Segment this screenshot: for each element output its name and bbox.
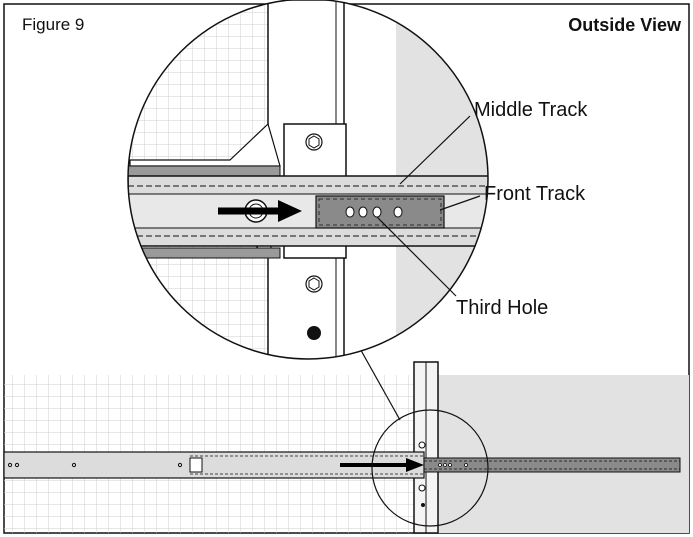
screw-icon [418,441,426,449]
third-hole-leader [376,216,457,297]
rail-hole [14,462,20,468]
front-track-full [423,457,681,473]
middle-track-label: Middle Track [474,99,588,121]
front-track-dash [318,198,442,226]
track-hole [345,206,355,218]
full-view [3,361,689,534]
front-track-leader [439,195,481,211]
screw-head [308,277,320,291]
front-track-label: Front Track [484,183,586,205]
detail-callout-circle [371,409,489,527]
track-hole [358,206,368,218]
rail-hole [438,463,442,467]
rail-hole [443,463,447,467]
magnified-circle-outline [127,0,489,360]
rail-hole [71,462,77,468]
figure-number: Figure 9 [22,15,85,34]
rail-hole [464,463,468,467]
view-title: Outside View [568,15,681,35]
third-hole [372,206,382,218]
middle-track-leader [399,115,471,185]
bracket-wing-top [129,122,281,167]
screw-head [308,135,320,149]
rail-edge-top [128,165,281,177]
post-hole [421,503,425,507]
screw-icon [418,484,426,492]
direction-arrow-head [278,200,302,222]
rail-hole [7,462,13,468]
track-end-tab [189,457,203,473]
rail-hole [448,463,452,467]
direction-arrow-head [406,458,424,472]
rail-edge-bottom [128,247,281,259]
gray-panel [438,375,689,533]
track-hole [393,206,403,218]
detail-leader-line [357,344,401,421]
third-hole-label: Third Hole [456,297,549,319]
post-hole [307,326,321,340]
rail-hole [177,462,183,468]
magnified-view [128,0,488,359]
